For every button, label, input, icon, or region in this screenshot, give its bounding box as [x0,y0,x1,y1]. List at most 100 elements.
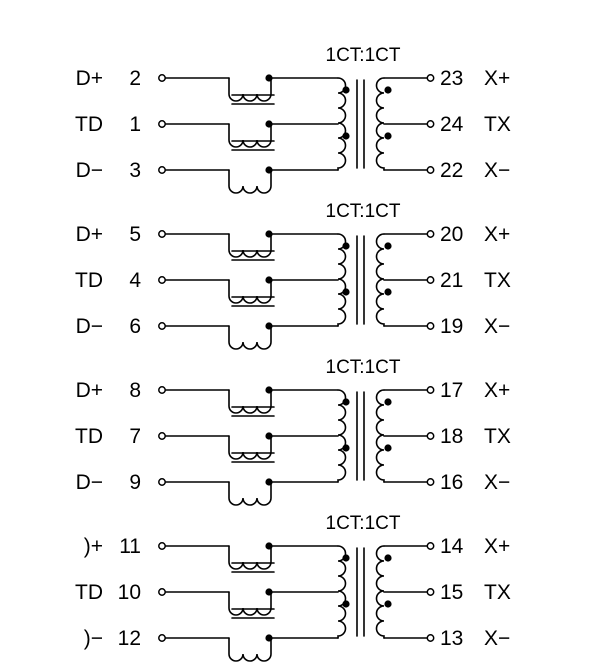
pin-terminal [158,542,166,550]
pin-terminal [158,230,166,238]
common-mode-choke [228,542,339,662]
signal-label: X− [484,159,510,182]
pin-terminal [426,74,435,82]
pin-terminal [158,386,166,394]
pin-number: 7 [129,425,141,448]
polarity-dot [342,242,350,250]
pin-terminal [426,230,435,238]
choke-winding [228,591,339,616]
pin-number: 10 [118,581,141,604]
isolation-transformer [337,389,392,483]
signal-label: TX [484,269,511,292]
secondary-winding [375,545,385,639]
polarity-dot [265,230,273,238]
polarity-dot [342,444,350,452]
pin-terminal [426,432,435,440]
pin-terminal [426,386,435,394]
choke-winding [228,637,339,662]
polarity-dot [265,120,273,128]
pin-number: 9 [129,471,141,494]
choke-winding [228,389,339,414]
polarity-dot [384,132,392,140]
signal-label: X+ [484,67,510,90]
secondary-winding [375,77,385,171]
turns-ratio-label: 1CT:1CT [326,357,401,378]
pin-terminal [426,276,435,284]
isolation-transformer [337,545,392,639]
pin-number: 8 [129,379,141,402]
polarity-dot [265,634,273,642]
polarity-dot [384,242,392,250]
signal-label: D+ [76,67,103,90]
pin-terminal [426,120,435,128]
isolation-transformer [337,77,392,171]
primary-winding [337,389,347,483]
pin-number: 18 [440,425,463,448]
turns-ratio-label: 1CT:1CT [326,513,401,534]
pin-number: 12 [118,627,141,650]
polarity-dot [265,542,273,550]
signal-label: X+ [484,535,510,558]
turns-ratio-label: 1CT:1CT [326,45,401,66]
secondary-winding [375,389,385,483]
pin-terminal [158,478,166,486]
polarity-dot [265,478,273,486]
polarity-dot [265,74,273,82]
signal-label: D+ [76,379,103,402]
pin-number: 6 [129,315,141,338]
common-mode-choke [228,386,339,506]
polarity-dot [265,276,273,284]
signal-label: TD [75,425,103,448]
pin-number: 11 [119,535,141,558]
signal-label: X+ [484,379,510,402]
choke-winding [228,123,339,148]
primary-winding [337,233,347,327]
turns-ratio-label: 1CT:1CT [326,201,401,222]
primary-winding [337,545,347,639]
polarity-dot [265,432,273,440]
pin-number: 19 [440,315,463,338]
polarity-dot [342,86,350,94]
secondary-winding [375,233,385,327]
signal-label: D− [76,159,103,182]
signal-label: X+ [484,223,510,246]
polarity-dot [384,600,392,608]
choke-winding [228,325,339,350]
pin-number: 23 [440,67,463,90]
pin-terminal [158,120,166,128]
signal-label: TD [75,269,103,292]
pin-terminal [426,478,435,486]
pin-number: 24 [440,113,464,136]
polarity-dot [384,554,392,562]
pin-number: 16 [440,471,463,494]
pin-terminal [426,634,435,642]
polarity-dot [384,398,392,406]
pin-number: 3 [129,159,141,182]
polarity-dot [384,444,392,452]
polarity-dot [265,322,273,330]
polarity-dot [384,288,392,296]
signal-label: D+ [76,223,103,246]
signal-label: TD [75,113,103,136]
polarity-dot [265,386,273,394]
pin-number: 22 [440,159,463,182]
polarity-dot [342,600,350,608]
common-mode-choke [228,74,339,194]
signal-label: TX [484,581,511,604]
pin-number: 20 [440,223,463,246]
signal-label: )+ [84,535,103,558]
signal-label: X− [484,471,510,494]
choke-winding [228,233,339,258]
signal-label: D− [76,315,103,338]
pin-number: 1 [129,113,141,136]
pin-terminal [158,634,166,642]
polarity-dot [342,554,350,562]
polarity-dot [342,288,350,296]
pin-terminal [158,74,166,82]
signal-label: X− [484,627,510,650]
pin-number: 13 [440,627,463,650]
signal-label: TX [484,113,511,136]
signal-label: TX [484,425,511,448]
